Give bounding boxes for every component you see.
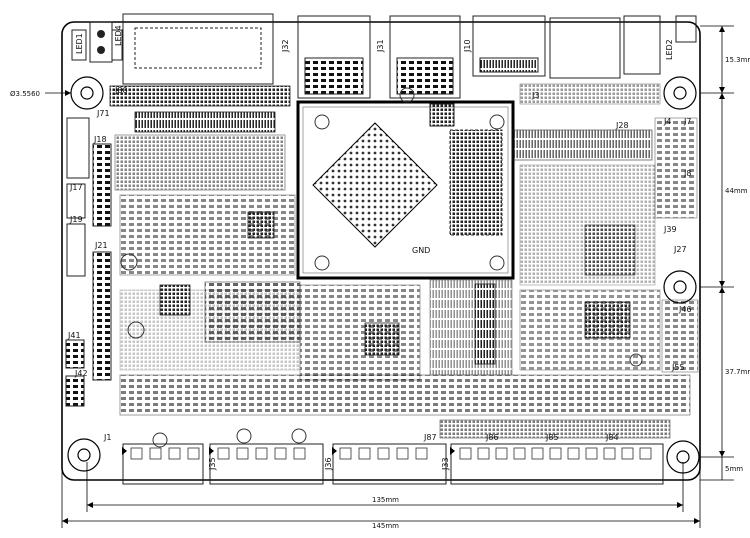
led-block — [71, 21, 123, 63]
left-headers — [65, 117, 112, 407]
pin1-markers — [122, 447, 455, 455]
label-j71: J71 — [96, 109, 110, 118]
ram-chip — [449, 129, 503, 236]
component-clusters — [109, 83, 699, 439]
dim-inner-width: 135mm — [372, 496, 399, 504]
dim-mid: 44mm — [725, 187, 748, 195]
terminal-j36 — [332, 443, 447, 485]
label-j80: J80 — [114, 86, 128, 95]
dimension-arrows — [62, 26, 725, 524]
label-j35: J35 — [208, 457, 217, 471]
label-led1: LED1 — [75, 33, 84, 54]
terminal-blocks — [122, 443, 664, 485]
bga-cpu — [312, 122, 438, 248]
label-j10: J10 — [463, 39, 472, 53]
label-j86: J86 — [485, 433, 499, 442]
label-j19: J19 — [69, 215, 83, 224]
label-j36: J36 — [324, 457, 333, 471]
label-j18: J18 — [93, 135, 107, 144]
hole-top-right — [663, 76, 697, 110]
label-j39: J39 — [663, 225, 677, 234]
label-j17: J17 — [69, 183, 83, 192]
label-j21: J21 — [94, 241, 108, 250]
terminal-j35 — [209, 443, 324, 485]
label-j84: J84 — [605, 433, 619, 442]
label-j33: J33 — [441, 457, 450, 471]
label-j31: J31 — [376, 39, 385, 53]
dim-bottom: 5mm — [725, 465, 743, 473]
label-j1: J1 — [103, 433, 111, 442]
label-j85: J85 — [545, 433, 559, 442]
label-j8: J8 — [683, 169, 691, 178]
label-j55: J55 — [671, 363, 685, 372]
label-j7: J7 — [683, 117, 691, 126]
label-j41: J41 — [67, 331, 81, 340]
dimension-lines — [45, 25, 734, 528]
label-gnd: GND — [412, 246, 430, 255]
hole-bottom-left — [67, 438, 101, 472]
dim-outer-width: 145mm — [372, 522, 399, 530]
label-j42: J42 — [74, 369, 88, 378]
label-j3: J3 — [531, 91, 539, 100]
label-j87: J87 — [423, 433, 437, 442]
label-led2: LED2 — [665, 39, 674, 60]
terminal-pins — [130, 447, 652, 460]
capacitors — [120, 87, 643, 448]
label-j28: J28 — [615, 121, 629, 130]
label-j32: J32 — [281, 39, 290, 53]
terminal-j1 — [122, 443, 204, 485]
terminal-j33 — [450, 443, 664, 485]
dim-top: 15.3mm — [725, 56, 750, 64]
label-j27: J27 — [673, 245, 687, 254]
label-j46: J46 — [678, 305, 692, 314]
mounting-holes — [67, 76, 700, 474]
hole-dia-label: Ø3.5560 — [10, 90, 40, 98]
dim-lower: 37.7mm — [725, 368, 750, 376]
label-j4: J4 — [663, 117, 671, 126]
top-connectors — [122, 13, 697, 99]
label-led4: LED4 — [114, 25, 123, 46]
